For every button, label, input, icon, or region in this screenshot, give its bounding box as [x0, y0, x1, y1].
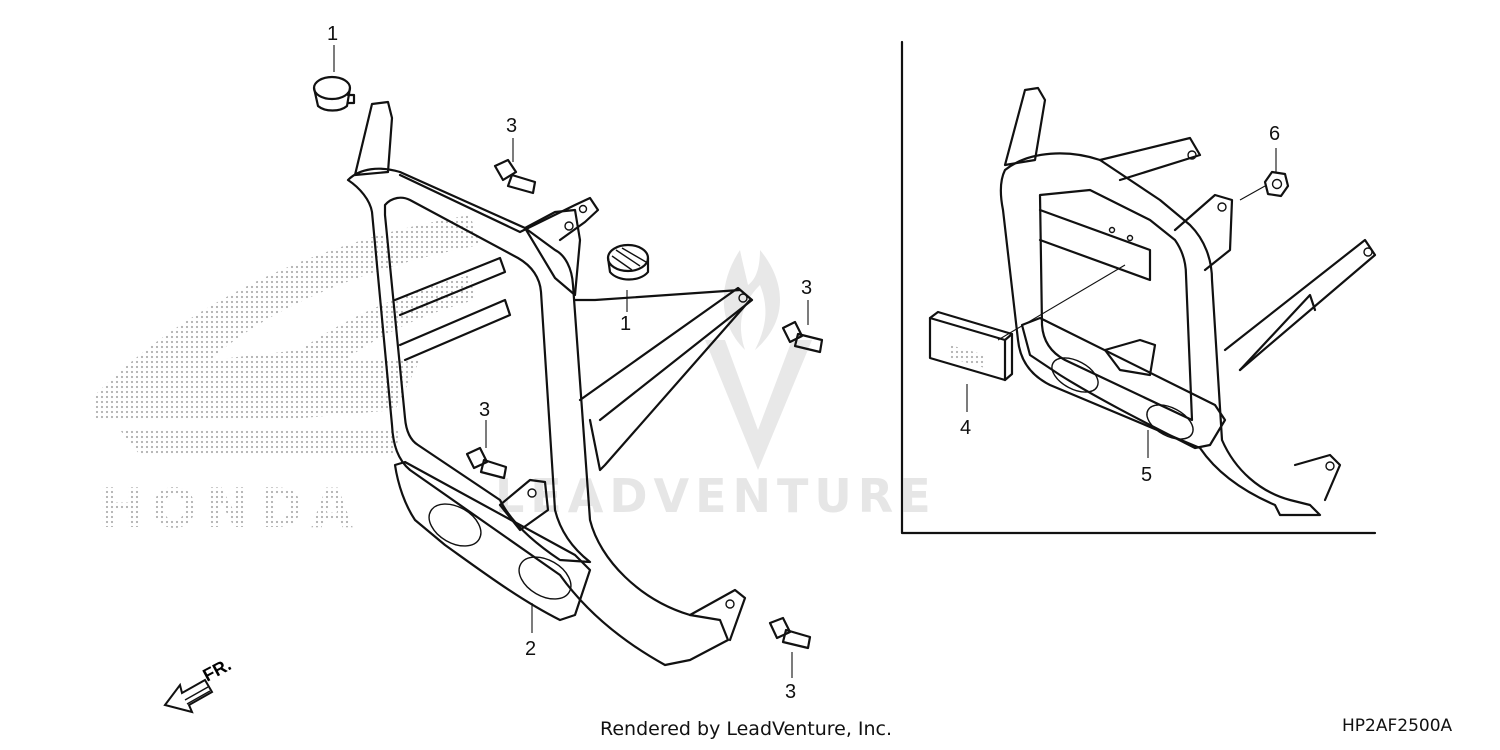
diagram-reference-code: HP2AF2500A	[1342, 716, 1453, 736]
leadventure-logo-icon	[705, 250, 812, 470]
callout-1-top: 1	[327, 23, 338, 45]
callout-3-middle: 3	[479, 399, 490, 421]
flange-bolt-right	[781, 320, 824, 354]
honda-wing-logo	[95, 215, 480, 455]
callout-6: 6	[1269, 123, 1280, 145]
leadventure-watermark-text: LEADVENTURE	[495, 469, 937, 523]
reflector	[928, 310, 1014, 382]
callout-3-top: 3	[506, 115, 517, 137]
rendered-by-credit: Rendered by LeadVenture, Inc.	[600, 718, 893, 740]
callout-1-center: 1	[620, 313, 631, 335]
inset-guard-assembly	[999, 86, 1377, 517]
callout-4: 4	[960, 417, 971, 439]
rubber-grommet-top	[312, 75, 356, 112]
flange-bolt-bottom	[768, 616, 812, 650]
callout-2: 2	[525, 638, 536, 660]
callout-3-bottom: 3	[785, 681, 796, 703]
front-guard-assembly	[346, 100, 754, 667]
inset-frame	[900, 40, 1377, 535]
hex-nut	[1263, 170, 1290, 198]
callout-3-right: 3	[801, 277, 812, 299]
flange-bolt-middle	[465, 446, 508, 480]
flange-bolt-top	[493, 158, 537, 195]
callout-5: 5	[1141, 464, 1152, 486]
front-direction-arrow-icon	[163, 678, 214, 714]
rubber-grommet-center	[606, 243, 650, 281]
honda-wordmark: HONDA	[98, 477, 361, 540]
